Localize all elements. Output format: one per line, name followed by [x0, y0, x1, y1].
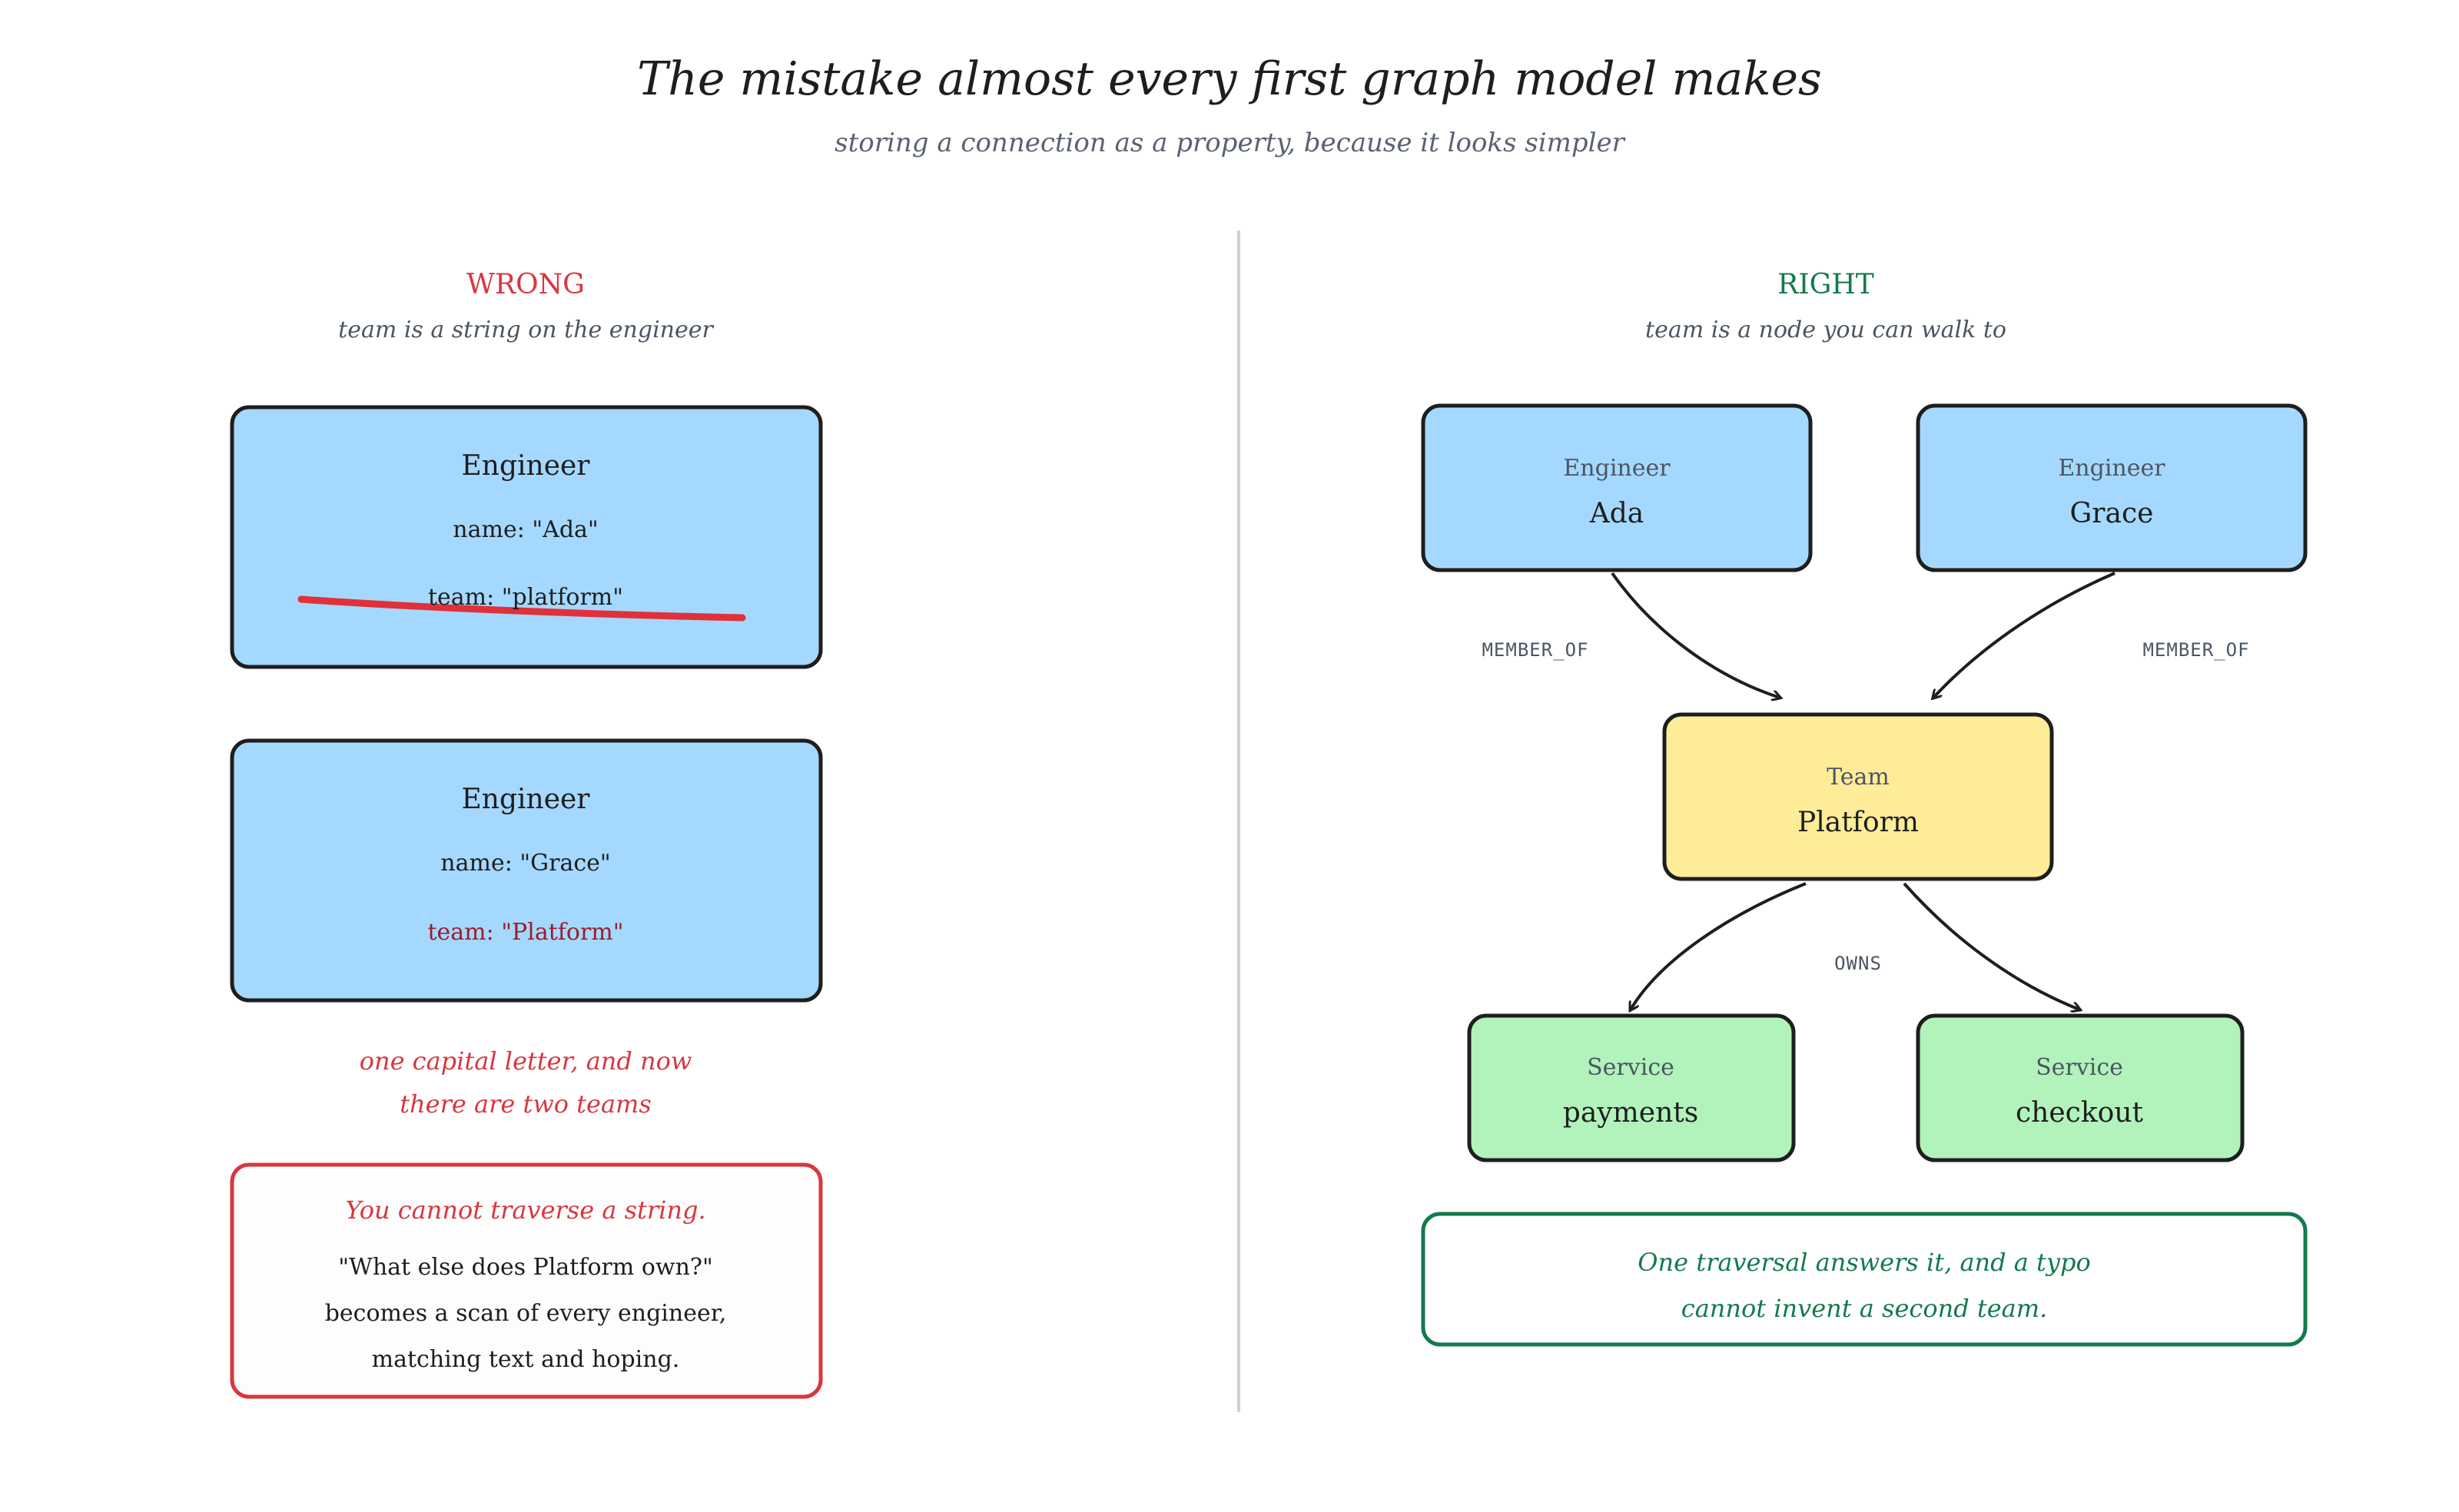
strike-through-line	[297, 595, 746, 622]
node-grace-type: Engineer	[2058, 455, 2165, 482]
page-title: The mistake almost every first graph mod…	[637, 52, 1822, 106]
node-checkout-type: Service	[2036, 1054, 2123, 1081]
wrong-callout-title: You cannot traverse a string.	[345, 1195, 706, 1225]
edge-label-owns: OWNS	[1834, 953, 1882, 974]
wrong-callout-line1: "What else does Platform own?"	[338, 1254, 713, 1281]
wrong-callout-box	[230, 1162, 823, 1399]
right-callout-line1: One traversal answers it, and a typo	[1638, 1248, 2091, 1277]
node-team-name: Platform	[1797, 807, 1920, 838]
node-engineer-grace	[1916, 403, 2308, 572]
wrong-card1-team-prop: team: "platform"	[427, 584, 624, 611]
right-caption: team is a node you can walk to	[1645, 317, 2006, 343]
node-grace-name: Grace	[2069, 498, 2154, 529]
node-service-checkout	[1916, 1013, 2245, 1162]
edge-label-member-of-left: MEMBER_OF	[1482, 639, 1589, 661]
edge-owns-payments	[1631, 882, 1807, 1010]
right-callout-line2: cannot invent a second team.	[1681, 1294, 2048, 1323]
node-ada-name: Ada	[1589, 498, 1644, 529]
wrong-card2-type: Engineer	[461, 784, 590, 815]
wrong-engineer-card-grace	[230, 738, 823, 1003]
node-checkout-name: checkout	[2016, 1097, 2143, 1129]
wrong-callout-line2: becomes a scan of every engineer,	[324, 1300, 727, 1327]
edge-owns-checkout	[1903, 882, 2079, 1010]
edge-grace-member-of	[1933, 572, 2116, 698]
page-subtitle: storing a connection as a property, beca…	[835, 128, 1624, 158]
node-payments-type: Service	[1587, 1054, 1674, 1081]
wrong-warning-line2: there are two teams	[400, 1089, 652, 1119]
right-callout-box	[1421, 1212, 2308, 1347]
node-service-payments	[1467, 1013, 1796, 1162]
wrong-callout-line3: matching text and hoping.	[371, 1346, 680, 1373]
wrong-caption: team is a string on the engineer	[338, 317, 713, 343]
edge-ada-member-of	[1611, 572, 1780, 698]
node-ada-type: Engineer	[1563, 455, 1671, 482]
wrong-card1-name-prop: name: "Ada"	[453, 516, 599, 543]
wrong-card1-type: Engineer	[461, 450, 590, 482]
wrong-warning-line1: one capital letter, and now	[359, 1046, 692, 1076]
node-team-type: Team	[1827, 764, 1890, 791]
edge-label-member-of-right: MEMBER_OF	[2142, 639, 2250, 661]
wrong-card2-team-prop: team: "Platform"	[427, 919, 624, 946]
node-engineer-ada	[1421, 403, 1813, 572]
node-payments-name: payments	[1562, 1097, 1699, 1129]
right-heading: RIGHT	[1777, 269, 1874, 300]
wrong-heading: WRONG	[466, 269, 585, 300]
wrong-card2-name-prop: name: "Grace"	[440, 850, 611, 877]
node-team-platform	[1662, 712, 2054, 881]
